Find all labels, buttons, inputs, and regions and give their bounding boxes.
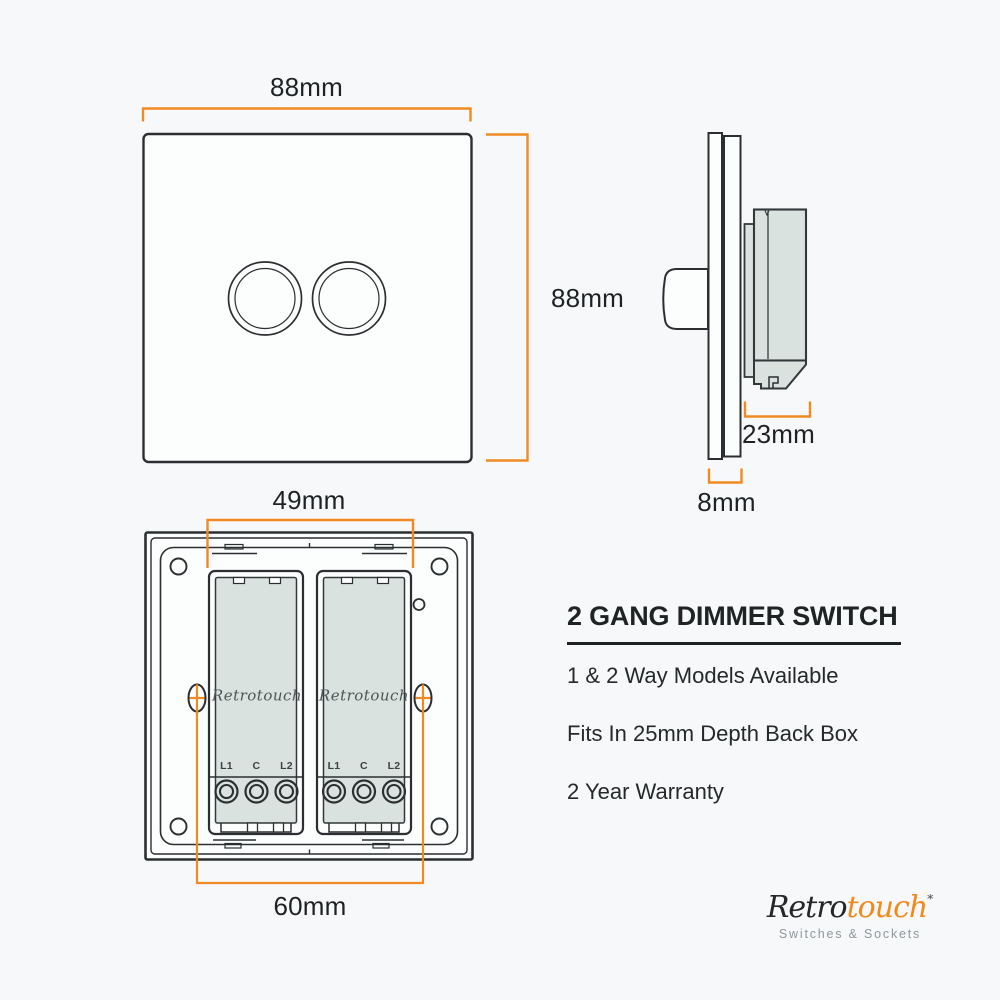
front-height-dimension-label: 88mm [551, 283, 625, 313]
brand-wordmark-touch: touch [846, 890, 929, 925]
dimension-bracket-screw-centres [195, 684, 425, 885]
side-faceplate-layer [707, 132, 723, 460]
product-title: 2 GANG DIMMER SWITCH [567, 601, 898, 631]
dimension-bracket-front-width [141, 107, 472, 122]
corner-hole-bottom-right [430, 817, 449, 836]
brand-wordmark-retro: Retro [766, 890, 848, 925]
terminal-label-l2-right: L2 [388, 760, 401, 772]
corner-hole-top-left [169, 557, 188, 576]
side-knob [662, 268, 709, 330]
plate-depth-dimension-label: 8mm [697, 487, 756, 517]
terminal-screws-right [321, 779, 407, 804]
spec-item-warranty: 2 Year Warranty [567, 779, 724, 804]
terminal-label-c-left: C [253, 760, 261, 772]
terminal-label-l1-left: L1 [220, 760, 233, 772]
faceplate-front [142, 132, 473, 464]
corner-hole-bottom-left [169, 817, 188, 836]
terminal-screws-left [214, 779, 299, 804]
brand-tagline: Switches & Sockets [778, 927, 922, 941]
front-width-dimension-label: 88mm [269, 72, 344, 102]
terminal-label-l1-right: L1 [328, 760, 341, 772]
terminal-label-l2-left: L2 [280, 760, 293, 772]
brand-logo: Retrotouch* Switches & Sockets [758, 883, 942, 942]
side-module-clip [768, 376, 779, 388]
side-module-body [752, 208, 808, 362]
module-span-dimension-label: 49mm [272, 485, 346, 515]
dimension-bracket-module-depth [743, 401, 812, 418]
spec-item-models: 1 & 2 Way Models Available [567, 663, 839, 688]
side-module-foot [753, 359, 807, 390]
backplate-edge-details [212, 543, 407, 855]
dimension-bracket-module-span [206, 518, 415, 568]
side-view-drawing [662, 132, 812, 484]
module-brand-script-left: Retrotouch [211, 687, 302, 705]
dimmer-module-right: Retrotouch L1 C L2 [315, 569, 413, 836]
module-depth-dimension-label: 23mm [741, 419, 816, 449]
back-view-drawing: Retrotouch L1 C L2 [144, 518, 474, 885]
module-brand-script-right: Retrotouch [318, 687, 409, 705]
dimension-bracket-plate-depth [707, 468, 743, 484]
title-divider [567, 642, 901, 645]
spec-item-backbox: Fits In 25mm Depth Back Box [567, 721, 858, 746]
screw-centres-dimension-label: 60mm [273, 891, 347, 921]
corner-hole-top-right [430, 557, 449, 576]
brand-registered-mark-icon: * [927, 892, 934, 906]
brand-wordmark: Retrotouch* [758, 883, 942, 924]
dimmer-module-left: Retrotouch L1 C L2 [207, 569, 305, 836]
terminal-label-c-right: C [360, 760, 368, 772]
dimmer-knob-left-icon [227, 261, 303, 336]
dimension-bracket-front-height [486, 133, 529, 462]
side-backplate-layer [723, 135, 742, 458]
front-view-drawing [141, 107, 529, 464]
pilot-hole [412, 598, 426, 611]
dimmer-knob-right-icon [311, 261, 387, 336]
